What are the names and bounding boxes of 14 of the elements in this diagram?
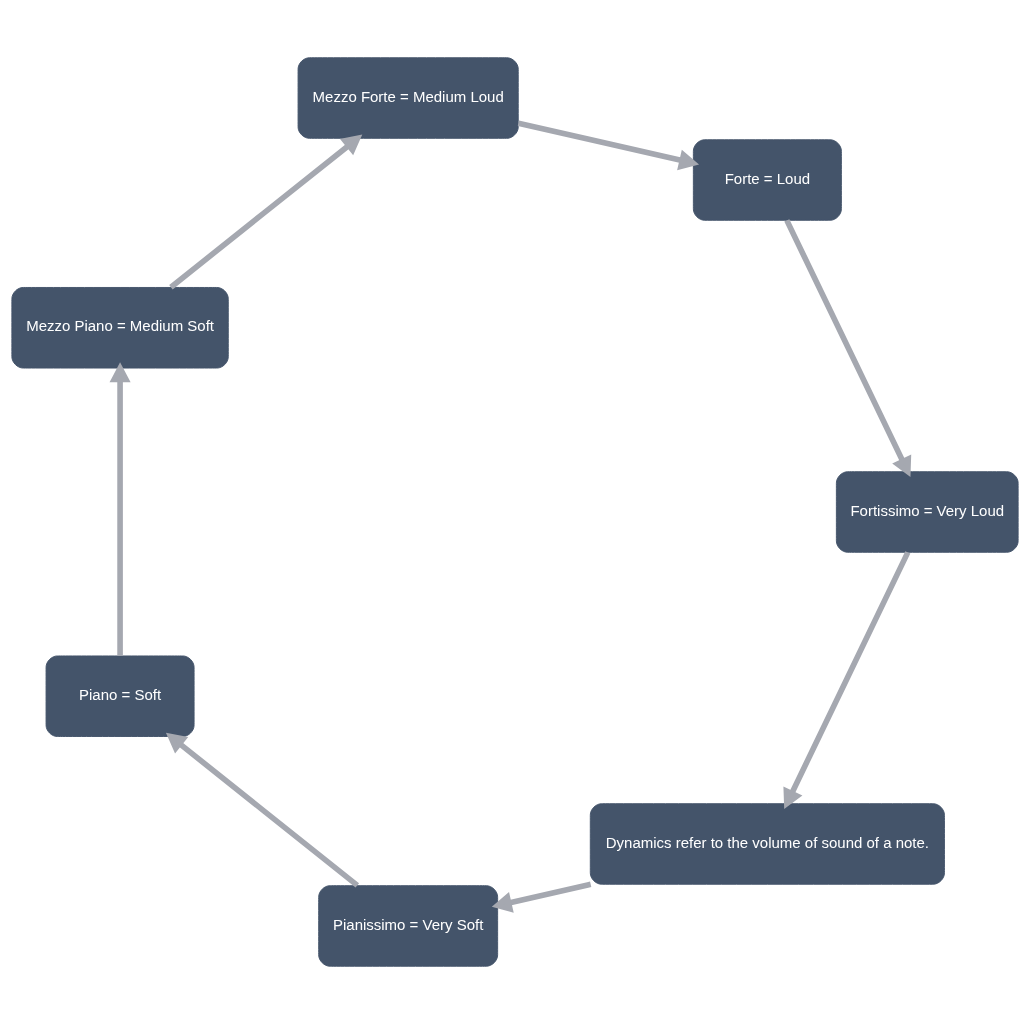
node-box: Dynamics refer to the volume of sound of a note. xyxy=(589,802,945,885)
node-box: Mezzo Forte = Medium Loud xyxy=(297,56,519,139)
node-box: Forte = Loud xyxy=(692,138,842,221)
node-box: Mezzo Piano = Medium Soft xyxy=(11,286,229,369)
arrow xyxy=(491,881,592,913)
node-box: Fortissimo = Very Loud xyxy=(835,470,1019,553)
node-box: Pianissimo = Very Soft xyxy=(318,884,499,967)
arrow xyxy=(517,119,700,170)
arrow xyxy=(109,361,131,656)
arrow xyxy=(169,134,363,289)
arrow xyxy=(165,732,360,888)
arrow xyxy=(783,550,911,809)
node-box: Piano = Soft xyxy=(45,654,195,737)
arrow xyxy=(784,218,912,477)
